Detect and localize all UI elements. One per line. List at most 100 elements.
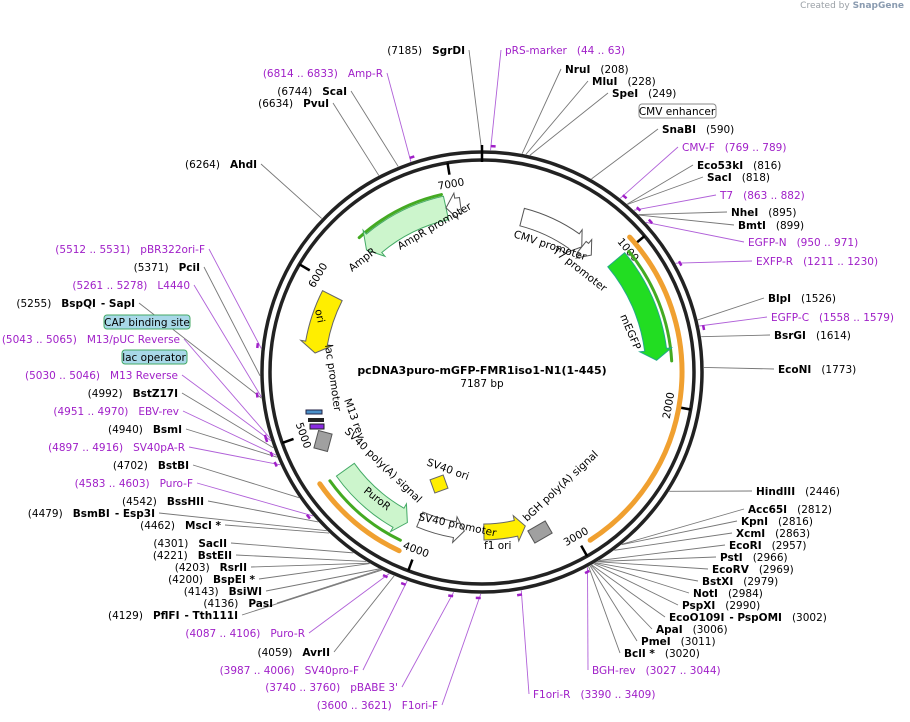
leader-line	[595, 562, 699, 582]
primer-label-sv40pa-r: (4897 .. 4916)SV40pA-R	[48, 442, 185, 454]
leader-line	[203, 266, 261, 376]
site-position: (7185)	[387, 45, 422, 57]
snapgene-logo: SnapGene	[852, 1, 904, 11]
axis-tick-label: 2000	[661, 391, 678, 419]
enzyme-label-rsrii: (4203)RsrII	[175, 562, 247, 574]
svg-text:(6264)AhdI: (6264)AhdI	[185, 159, 257, 171]
site-name: F1ori-R	[533, 689, 570, 701]
svg-text:(5255)BspQI- SapI: (5255)BspQI- SapI	[16, 298, 135, 310]
primer-label-egfp-n: EGFP-N(950 .. 971)	[748, 237, 858, 249]
site-name: NotI	[693, 588, 718, 600]
leader-line	[614, 532, 733, 551]
primer-bind-mark	[677, 260, 683, 267]
site-position: (208)	[600, 64, 628, 76]
site-name: Amp-R	[348, 68, 383, 80]
site-name: EXFP-R	[756, 256, 793, 268]
leader-line	[207, 500, 319, 523]
site-position: (4136)	[203, 598, 238, 610]
enzyme-label-pcii: (5371)PciI	[134, 262, 200, 274]
enzyme-label-ecoo109i: EcoO109I- PspOMI(3002)	[669, 612, 827, 624]
site-name: SacI	[707, 172, 732, 184]
enzyme-label-bsshii: (4542)BssHII	[122, 496, 204, 508]
primer-label-ebv-rev: (4951 .. 4970)EBV-rev	[53, 406, 179, 418]
site-position: (6744)	[277, 86, 312, 98]
m13-rev-box	[308, 418, 324, 422]
site-position: (2863)	[775, 528, 810, 540]
site-position: (2990)	[725, 600, 760, 612]
svg-text:EcoRV(2969): EcoRV(2969)	[712, 564, 794, 576]
ampr-arrow	[362, 195, 450, 258]
axis-tick-label: 3000	[562, 525, 591, 549]
site-position: (899)	[776, 220, 804, 232]
primer-bind-mark	[273, 461, 278, 467]
leader-line	[627, 164, 694, 205]
site-name: BGH-rev	[592, 665, 636, 677]
site-position: (2812)	[797, 504, 832, 516]
leader-line	[703, 366, 775, 370]
leader-line	[224, 524, 330, 534]
site-position: (3011)	[681, 636, 716, 648]
site-name: Puro-F	[160, 478, 193, 490]
svg-text:(4301)SacII: (4301)SacII	[153, 538, 227, 550]
leader-line	[386, 72, 412, 162]
leader-line	[468, 49, 483, 151]
site-position: (5255)	[16, 298, 51, 310]
site-name: T7	[719, 190, 733, 202]
axis-tick	[298, 263, 311, 272]
svg-text:BlpI(1526): BlpI(1526)	[768, 293, 836, 305]
svg-text:SpeI(249): SpeI(249)	[612, 88, 676, 100]
svg-text:XcmI(2863): XcmI(2863)	[736, 528, 810, 540]
svg-text:EXFP-R(1211 .. 1230): EXFP-R (1211 .. 1230)	[756, 256, 878, 268]
site-name: SgrDI	[432, 45, 465, 57]
primer-bind-mark	[400, 581, 407, 586]
orange-band-puror	[317, 481, 402, 554]
site-name: HindIII	[756, 486, 795, 498]
primer-label-cmv-f: CMV-F(769 .. 789)	[682, 142, 786, 154]
svg-text:PstI(2966): PstI(2966)	[720, 552, 788, 564]
svg-text:(5512 .. 5531)pBR322ori-F: (5512 .. 5531)pBR322ori-F	[55, 244, 205, 256]
enzyme-label-pmei: PmeI(3011)	[641, 636, 716, 648]
site-position: (3390 .. 3409)	[580, 689, 655, 701]
site-position: (3600 .. 3621)	[317, 700, 392, 712]
site-position: (2816)	[778, 516, 813, 528]
primer-bind-mark	[382, 574, 389, 579]
enzyme-label-hindiii: HindIII(2446)	[756, 486, 840, 498]
site-name: Puro-R	[270, 628, 305, 640]
enzyme-label-bsmbi: (4479)BsmBI- Esp3I	[28, 508, 155, 520]
site-name: PflFI	[153, 610, 180, 622]
primer-bind-mark	[448, 594, 454, 598]
site-name: SV40pA-R	[133, 442, 185, 454]
leader-line	[241, 569, 382, 616]
leader-line	[619, 146, 679, 199]
primer-bind-mark	[256, 342, 260, 349]
axis-tick	[407, 559, 414, 572]
site-name: ScaI	[322, 86, 347, 98]
site-name: pBABE 3'	[350, 682, 398, 694]
site-position: (6634)	[258, 98, 293, 110]
svg-text:EGFP-C(1558 .. 1579): EGFP-C(1558 .. 1579)	[771, 312, 894, 324]
svg-text:KpnI(2816): KpnI(2816)	[741, 516, 813, 528]
leader-line	[181, 374, 272, 442]
leader-line	[633, 194, 717, 211]
leader-line	[490, 49, 502, 151]
site-name: MluI	[592, 76, 617, 88]
primer-label-exfp-r: EXFP-R (1211 .. 1230)	[756, 256, 878, 268]
leader-line	[697, 297, 765, 321]
site-position: (818)	[742, 172, 770, 184]
site-position: (1614)	[816, 330, 851, 342]
enzyme-label-acc65i: Acc65I(2812)	[748, 504, 832, 516]
site-name: M13 Reverse	[110, 370, 178, 382]
svg-text:CAP binding site: CAP binding site	[104, 317, 190, 329]
site-position: (4143)	[184, 586, 219, 598]
axis-tick	[281, 437, 294, 445]
svg-text:MluI(228): MluI(228)	[592, 76, 656, 88]
leader-line	[441, 593, 482, 706]
site-name: EGFP-N	[748, 237, 787, 249]
enzyme-label-bspqi: (5255)BspQI- SapI	[16, 298, 135, 310]
site-position: (1211 .. 1230)	[803, 256, 878, 268]
svg-text:BGH-rev(3027 .. 3044): BGH-rev(3027 .. 3044)	[592, 665, 721, 677]
leader-line	[639, 214, 735, 226]
leader-line	[182, 410, 277, 456]
site-position: (4940)	[108, 424, 143, 436]
